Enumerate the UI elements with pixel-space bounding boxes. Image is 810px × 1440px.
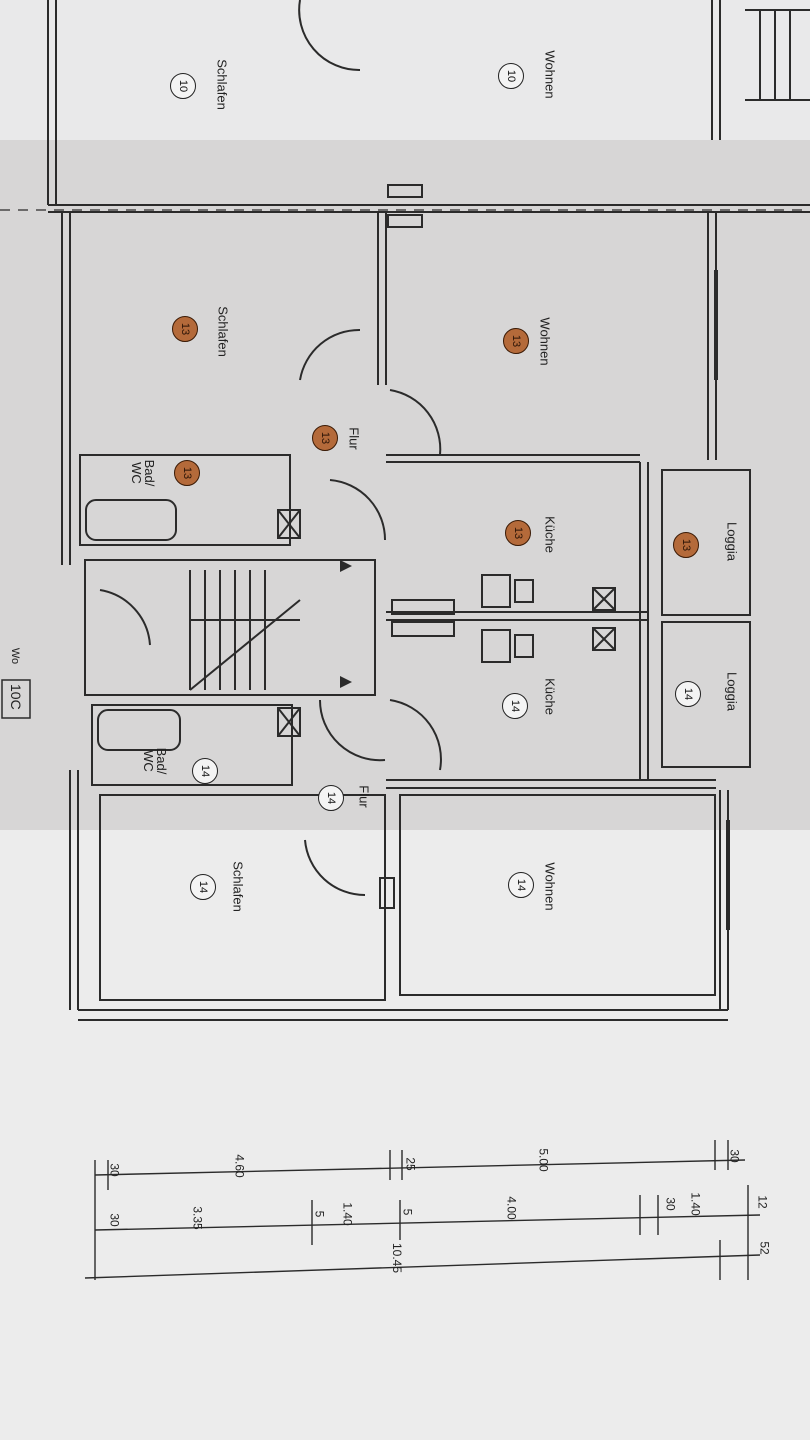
house-number: 10C [8, 684, 24, 710]
shaft-14-x2 [592, 627, 616, 651]
door-arc-2 [389, 389, 442, 456]
dim-line-row1 [94, 1159, 746, 1176]
room-label-schlafen-10: Schlafen [214, 59, 230, 110]
house-number-box [1, 679, 31, 719]
shaft-bad-14 [277, 707, 301, 737]
dim-row1-0: 30 [107, 1163, 122, 1177]
paper-top-sheet [0, 0, 810, 140]
stair-diagonal [189, 599, 301, 691]
room-label-flur-13: Flur [346, 427, 362, 450]
door-arc-6 [304, 839, 366, 897]
door-arc-5 [389, 699, 442, 771]
house-number-prefix: Wo [9, 647, 21, 665]
room-label-bad-14: Bad/ WC [141, 747, 169, 775]
badge-kueche-14: 14 [502, 693, 528, 719]
dim-row2-2: 5 [312, 1210, 327, 1218]
badge-bad-14: 14 [192, 758, 218, 784]
room-label-kueche-13: Küche [542, 516, 558, 553]
arrow-icon-1 [340, 560, 352, 572]
dim-row2-6: 30 [663, 1197, 678, 1211]
badge-kueche-13: 13 [505, 520, 531, 546]
door-arc-3 [329, 479, 387, 541]
stove-14 [481, 629, 511, 663]
loggia-13-box [661, 469, 751, 616]
badge-loggia-13: 13 [673, 532, 699, 558]
badge-bad-13: 13 [174, 460, 200, 486]
paper-bottom-sheet [0, 830, 810, 1440]
arrow-icon-2 [340, 676, 352, 688]
bathtub-13 [85, 499, 177, 541]
dim-row2-7: 1.40 [688, 1192, 703, 1216]
schlafen-14-box [99, 794, 386, 1001]
dim-row3-0: 10.45 [390, 1242, 405, 1274]
dim-row2-1: 3.35 [190, 1206, 205, 1230]
room-label-bad-13: Bad/ WC [129, 459, 157, 487]
dim-row3-1: 52 [757, 1241, 772, 1255]
badge-wohnen-13: 13 [503, 328, 529, 354]
room-label-loggia-13: Loggia [724, 521, 740, 562]
badge-loggia-14: 14 [675, 681, 701, 707]
shaft-13-x2 [592, 587, 616, 611]
shaft-bad-13 [277, 509, 301, 539]
bathtub-14 [97, 709, 181, 751]
stairwell-box [84, 559, 376, 696]
door-arc-7 [298, 0, 361, 72]
shaft-13 [592, 587, 616, 611]
badge-wohnen-10: 10 [498, 63, 524, 89]
wohnen-14-box [399, 794, 716, 996]
dim-line-row2 [94, 1214, 761, 1231]
room-label-wohnen-14: Wohnen [542, 862, 558, 911]
vent-top-2 [387, 214, 423, 228]
dim-row2-3: 1.40 [340, 1202, 355, 1226]
door-arc-4 [318, 699, 386, 762]
bad-13-box [79, 454, 291, 546]
door-arc-1 [299, 328, 361, 381]
vent-top-1 [387, 184, 423, 198]
dim-row1-2: 25 [403, 1157, 418, 1171]
dim-row2-4: 5 [400, 1208, 415, 1216]
room-label-loggia-14: Loggia [724, 671, 740, 712]
vent-row-2 [391, 621, 455, 637]
vent-row-1 [391, 599, 455, 615]
room-label-kueche-14: Küche [542, 678, 558, 715]
vent-bottom [379, 877, 395, 909]
dim-row1-3: 5.00 [536, 1148, 551, 1172]
badge-schlafen-13: 13 [172, 316, 198, 342]
dim-row1-1: 4.60 [232, 1154, 247, 1178]
room-label-wohnen-10: Wohnen [542, 50, 558, 99]
badge-schlafen-14: 14 [190, 874, 216, 900]
loggia-14-box [661, 621, 751, 768]
dim-line-row3 [84, 1254, 761, 1279]
shaft-bad-13-x2 [277, 509, 301, 539]
paper-middle-sheet [0, 140, 810, 830]
shaft-bad-14-x2 [277, 707, 301, 737]
shaft-14 [592, 627, 616, 651]
badge-flur-14: 14 [318, 785, 344, 811]
door-arc-8 [99, 589, 151, 646]
room-label-flur-14: Flur [356, 785, 372, 808]
badge-flur-13: 13 [312, 425, 338, 451]
sink-13 [514, 579, 534, 603]
badge-wohnen-14: 14 [508, 872, 534, 898]
dim-row2-8: 12 [755, 1195, 770, 1209]
dim-row2-0: 30 [107, 1213, 122, 1227]
room-label-wohnen-13: Wohnen [537, 317, 553, 366]
bad-14-box [91, 704, 293, 786]
room-label-schlafen-14: Schlafen [230, 861, 246, 912]
stove-13 [481, 574, 511, 608]
sink-14 [514, 634, 534, 658]
dim-row1-4: 30 [727, 1149, 742, 1163]
badge-schlafen-10: 10 [170, 73, 196, 99]
dim-row2-5: 4.00 [504, 1196, 519, 1220]
room-label-schlafen-13: Schlafen [215, 306, 231, 357]
